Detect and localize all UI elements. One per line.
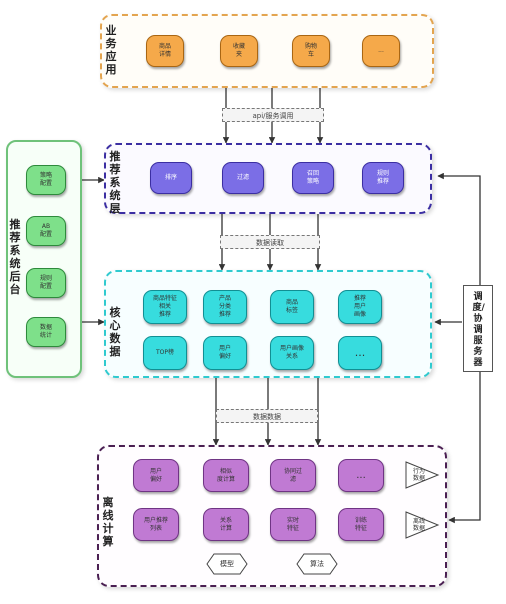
rec-system-layer-title: 推荐系统层: [109, 150, 121, 215]
core-node-user-profile-rec[interactable]: 推荐用户画像: [338, 290, 382, 324]
offline-node-user-preference[interactable]: 用户偏好: [133, 459, 179, 492]
core-data-layer-title: 核心数据: [109, 306, 121, 358]
api-band: api/服务调用: [222, 108, 324, 122]
algorithm-hexagon: 算法: [296, 553, 338, 575]
scheduler-box: 调度/协调服务器: [463, 285, 493, 372]
offline-node-more[interactable]: ...: [338, 459, 384, 492]
business-node-cart[interactable]: 购物车: [292, 35, 330, 67]
rec-node-ranking[interactable]: 排序: [150, 162, 192, 194]
algorithm-label: 算法: [310, 560, 324, 568]
backend-node-rules[interactable]: 规则配置: [26, 268, 66, 298]
business-node-product-detail[interactable]: 商品详情: [146, 35, 184, 67]
rec-node-rules[interactable]: 规则推荐: [362, 162, 404, 194]
core-node-category[interactable]: 产品分类推荐: [203, 290, 247, 324]
hexagon-shape-icon: [296, 553, 338, 575]
offline-node-collab-filter[interactable]: 协同过滤: [270, 459, 316, 492]
arrow-scheduler-rec: [437, 172, 481, 285]
business-layer-title: 业务应用: [105, 24, 117, 76]
arrow-scheduler-offline: [448, 372, 481, 524]
triangle-shape-icon: [405, 511, 440, 539]
core-node-user-preference[interactable]: 用户偏好: [203, 336, 247, 370]
data-flow-band: 数据数据: [216, 409, 318, 423]
business-node-more[interactable]: ...: [362, 35, 400, 67]
offline-node-train-feature[interactable]: 训练特征: [338, 508, 384, 541]
core-node-product-features[interactable]: 商品特征相关推荐: [143, 290, 187, 324]
triangle-shape-icon: [405, 461, 440, 489]
core-node-tags[interactable]: 商品标签: [270, 290, 314, 324]
offline-node-relation[interactable]: 关系计算: [203, 508, 249, 541]
behavior-data-label: 行为数据: [412, 468, 425, 482]
backend-node-strategy[interactable]: 策略配置: [26, 165, 66, 195]
scheduler-label: 调度/协调服务器: [472, 292, 485, 368]
offline-node-user-rec-list[interactable]: 用户推荐列表: [133, 508, 179, 541]
backend-panel-title: 推荐系统后台: [9, 218, 21, 296]
behavior-data-triangle: 行为数据: [404, 460, 440, 490]
rec-node-recall[interactable]: 召回策略: [292, 162, 334, 194]
core-node-more[interactable]: ...: [338, 336, 382, 370]
model-hexagon: 模型: [206, 553, 248, 575]
core-node-profile-relation[interactable]: 用户画像关系: [270, 336, 314, 370]
offline-data-triangle: 离线数据: [404, 510, 440, 540]
offline-data-label: 离线数据: [412, 518, 425, 532]
backend-node-stats[interactable]: 数据统计: [26, 317, 66, 347]
hexagon-shape-icon: [206, 553, 248, 575]
data-access-band: 数据读取: [220, 235, 320, 249]
model-label: 模型: [220, 560, 234, 568]
offline-node-similarity[interactable]: 相似度计算: [203, 459, 249, 492]
rec-node-filter[interactable]: 过滤: [222, 162, 264, 194]
core-node-top-list[interactable]: TOP榜: [143, 336, 187, 370]
offline-layer-title: 离线计算: [102, 496, 114, 548]
offline-node-realtime-feature[interactable]: 实时特征: [270, 508, 316, 541]
business-node-favorites[interactable]: 收藏夹: [220, 35, 258, 67]
